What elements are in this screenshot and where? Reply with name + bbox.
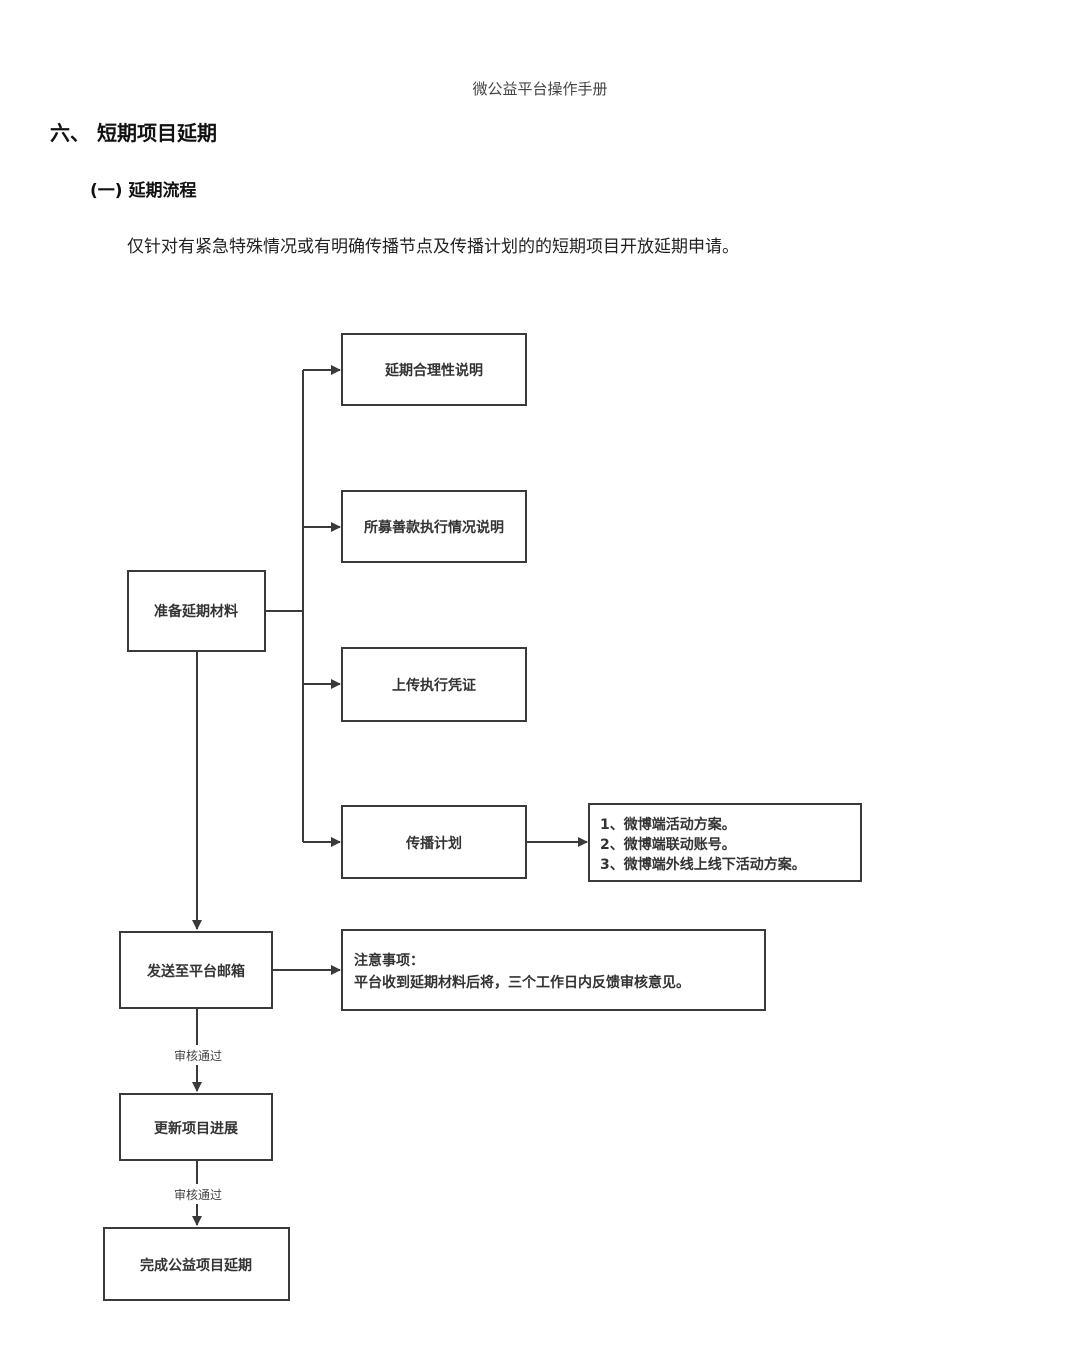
document-header: 微公益平台操作手册 <box>472 80 608 98</box>
plan-item-2: 2、微博端联动账号。 <box>600 836 736 853</box>
node-update-label: 更新项目进展 <box>154 1120 238 1137</box>
node-complete: 完成公益项目延期 <box>103 1227 290 1301</box>
node-send-label: 发送至平台邮箱 <box>146 963 245 980</box>
node-complete-label: 完成公益项目延期 <box>140 1257 252 1274</box>
node-funds-label: 所募善款执行情况说明 <box>364 519 504 536</box>
note-text: 平台收到延期材料后将，三个工作日内反馈审核意见。 <box>354 974 690 991</box>
subsection-heading: (一) 延期流程 <box>90 181 197 201</box>
plan-item-1: 1、微博端活动方案。 <box>600 816 736 833</box>
plan-item-3: 3、微博端外线上线下活动方案。 <box>600 856 806 873</box>
node-voucher-label: 上传执行凭证 <box>392 677 476 694</box>
node-funds: 所募善款执行情况说明 <box>341 490 527 563</box>
node-reason-label: 延期合理性说明 <box>384 362 483 379</box>
node-plan-label: 传播计划 <box>405 835 462 852</box>
node-reason: 延期合理性说明 <box>341 333 527 406</box>
node-voucher: 上传执行凭证 <box>341 647 527 722</box>
node-prepare-label: 准备延期材料 <box>154 603 238 620</box>
node-update-progress: 更新项目进展 <box>119 1093 273 1161</box>
edge-label-review-1: 审核通过 <box>174 1048 222 1063</box>
node-prepare-materials: 准备延期材料 <box>127 570 266 652</box>
note-title: 注意事项： <box>354 952 424 969</box>
node-plan: 传播计划 <box>341 805 527 879</box>
node-note: 注意事项： 平台收到延期材料后将，三个工作日内反馈审核意见。 <box>341 929 766 1011</box>
intro-paragraph: 仅针对有紧急特殊情况或有明确传播节点及传播计划的的短期项目开放延期申请。 <box>127 237 739 257</box>
edge-label-review-2: 审核通过 <box>174 1187 222 1202</box>
section-heading: 六、 短期项目延期 <box>50 121 217 145</box>
node-send-email: 发送至平台邮箱 <box>119 931 273 1009</box>
node-plan-items: 1、微博端活动方案。 2、微博端联动账号。 3、微博端外线上线下活动方案。 <box>588 803 862 882</box>
